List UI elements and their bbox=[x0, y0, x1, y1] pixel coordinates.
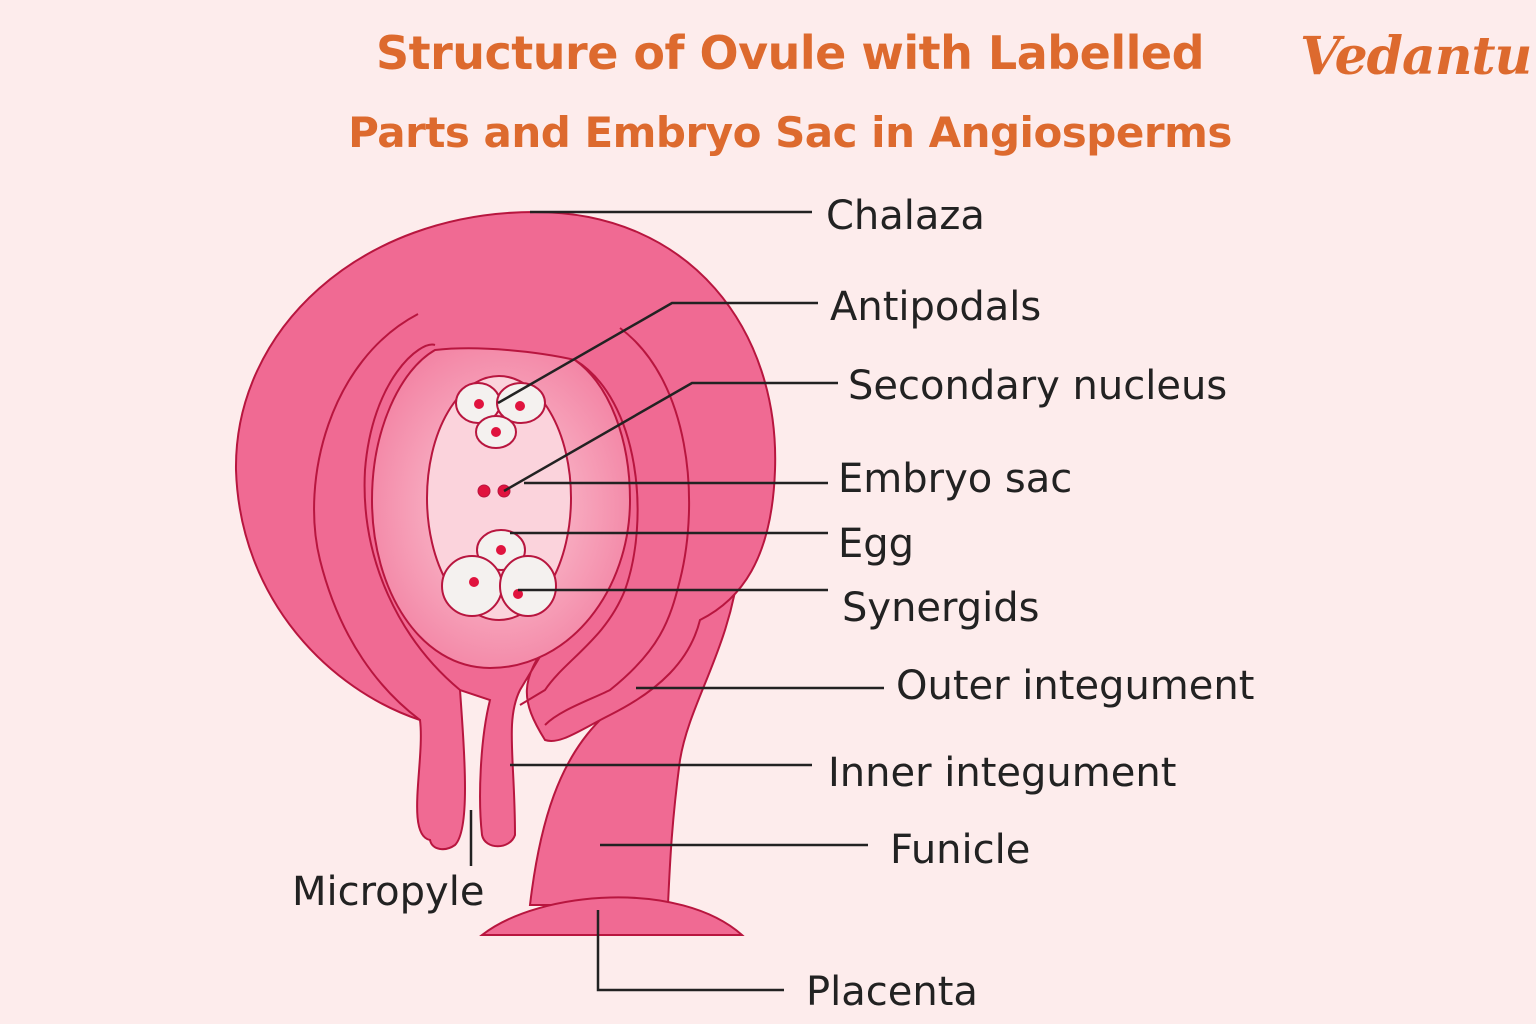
outer-integument-line-right bbox=[544, 327, 691, 726]
label-synergids: Synergids bbox=[842, 585, 1040, 631]
label-outer-integument: Outer integument bbox=[896, 663, 1255, 709]
title-line-2: Parts and Embryo Sac in Angiosperms bbox=[348, 108, 1232, 157]
label-embryo-sac: Embryo sac bbox=[838, 456, 1073, 502]
vedantu-logo: Vedantu bbox=[1300, 26, 1532, 87]
label-micropyle: Micropyle bbox=[292, 869, 485, 915]
inner-integument-line bbox=[363, 343, 461, 691]
label-funicle: Funicle bbox=[890, 827, 1031, 873]
inner-integument-line-right bbox=[519, 359, 639, 706]
label-secondary-nucleus: Secondary nucleus bbox=[848, 363, 1228, 409]
leader-lines bbox=[469, 210, 884, 992]
title-line-1: Structure of Ovule with Labelled bbox=[375, 26, 1205, 80]
label-placenta: Placenta bbox=[806, 969, 978, 1015]
outer-integument-line bbox=[313, 313, 421, 721]
antipodal-cells bbox=[455, 382, 546, 449]
egg-apparatus bbox=[441, 529, 557, 617]
label-antipodals: Antipodals bbox=[830, 284, 1042, 330]
label-inner-integument: Inner integument bbox=[828, 750, 1177, 796]
label-chalaza: Chalaza bbox=[826, 193, 985, 239]
label-egg: Egg bbox=[838, 521, 915, 567]
placenta-shape bbox=[479, 896, 745, 936]
